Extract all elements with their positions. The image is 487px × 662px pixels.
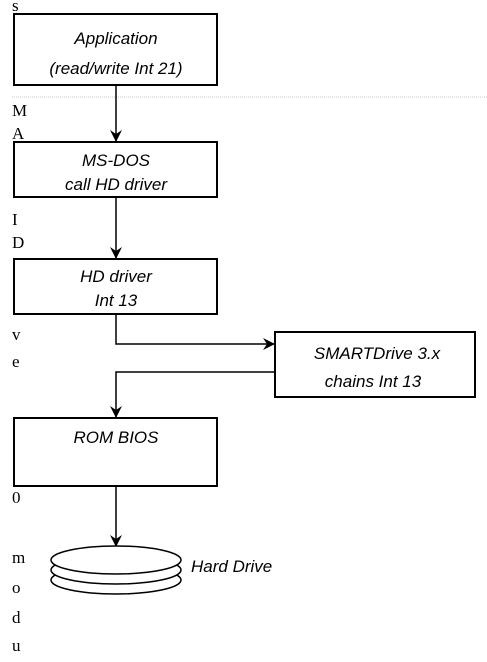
side-letter: M	[12, 101, 28, 120]
hd-driver-title: HD driver	[80, 267, 153, 286]
application-box: Application (read/write Int 21)	[13, 13, 218, 86]
hard-drive-icon	[50, 545, 182, 595]
msdos-box: MS-DOS call HD driver	[13, 141, 218, 198]
side-letter: u	[12, 636, 21, 655]
side-letter: m	[12, 548, 26, 567]
side-letter: I	[12, 210, 18, 229]
side-letter: 0	[12, 488, 21, 507]
application-subtitle: (read/write Int 21)	[49, 59, 182, 78]
hd-driver-subtitle: Int 13	[95, 291, 138, 310]
side-letter: v	[12, 325, 21, 344]
rom-bios-box: ROM BIOS	[13, 417, 218, 487]
side-letter: e	[12, 352, 20, 371]
side-letter: D	[12, 233, 25, 252]
hard-drive-label: Hard Drive	[191, 557, 272, 576]
smartdrive-subtitle: chains Int 13	[325, 372, 422, 391]
side-letter: d	[12, 608, 21, 627]
smartdrive-title: SMARTDrive 3.x	[314, 344, 441, 363]
application-title: Application	[73, 29, 157, 48]
rom-bios-title: ROM BIOS	[73, 428, 159, 447]
smartdrive-box: SMARTDrive 3.x chains Int 13	[274, 331, 476, 398]
side-letter: o	[12, 578, 21, 597]
arrow-hd-driver-to-smartdrive	[115, 314, 275, 350]
hd-driver-box: HD driver Int 13	[13, 258, 218, 315]
side-letter: A	[12, 124, 25, 143]
side-letter: s	[12, 0, 19, 15]
msdos-title: MS-DOS	[82, 151, 151, 170]
msdos-subtitle: call HD driver	[65, 175, 168, 194]
arrow-smartdrive-to-rom-bios	[110, 371, 275, 418]
